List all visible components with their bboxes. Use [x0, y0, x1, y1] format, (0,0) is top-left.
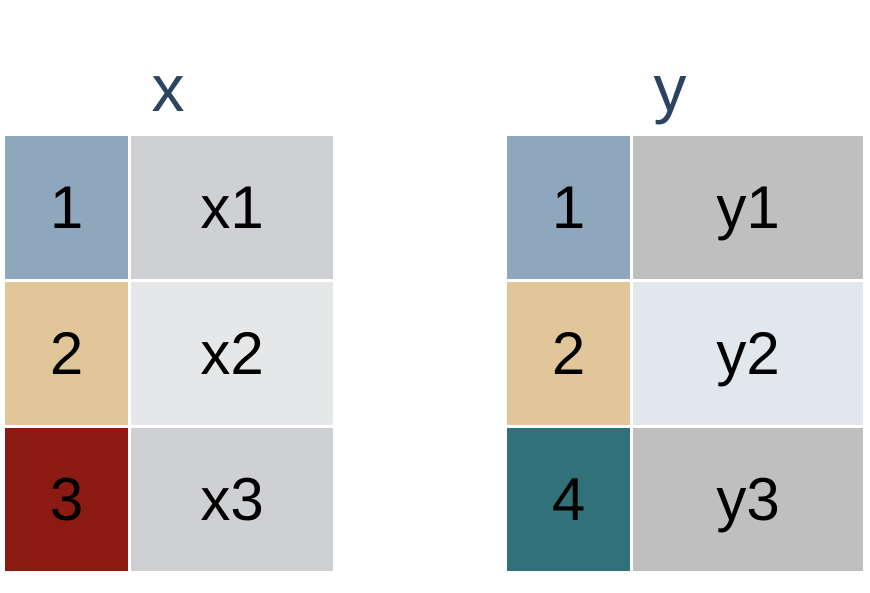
key-cell: 1: [507, 136, 630, 279]
key-cell: 3: [5, 428, 128, 571]
table-row: 2 y2: [507, 282, 863, 425]
value-cell: x1: [131, 136, 333, 279]
table-x: 1 x1 2 x2 3 x3: [5, 136, 333, 572]
key-cell: 2: [5, 282, 128, 425]
table-row: 3 x3: [5, 428, 333, 571]
value-cell: y2: [633, 282, 863, 425]
table-row: 4 y3: [507, 428, 863, 571]
key-cell: 4: [507, 428, 630, 571]
value-cell: y1: [633, 136, 863, 279]
key-cell: 1: [5, 136, 128, 279]
table-row: 1 y1: [507, 136, 863, 279]
table-row: 1 x1: [5, 136, 333, 279]
value-cell: y3: [633, 428, 863, 571]
value-cell: x2: [131, 282, 333, 425]
table-y-title: y: [653, 51, 687, 125]
table-y: 1 y1 2 y2 4 y3: [507, 136, 863, 572]
key-cell: 2: [507, 282, 630, 425]
table-x-title: x: [151, 51, 185, 125]
value-cell: x3: [131, 428, 333, 571]
table-row: 2 x2: [5, 282, 333, 425]
